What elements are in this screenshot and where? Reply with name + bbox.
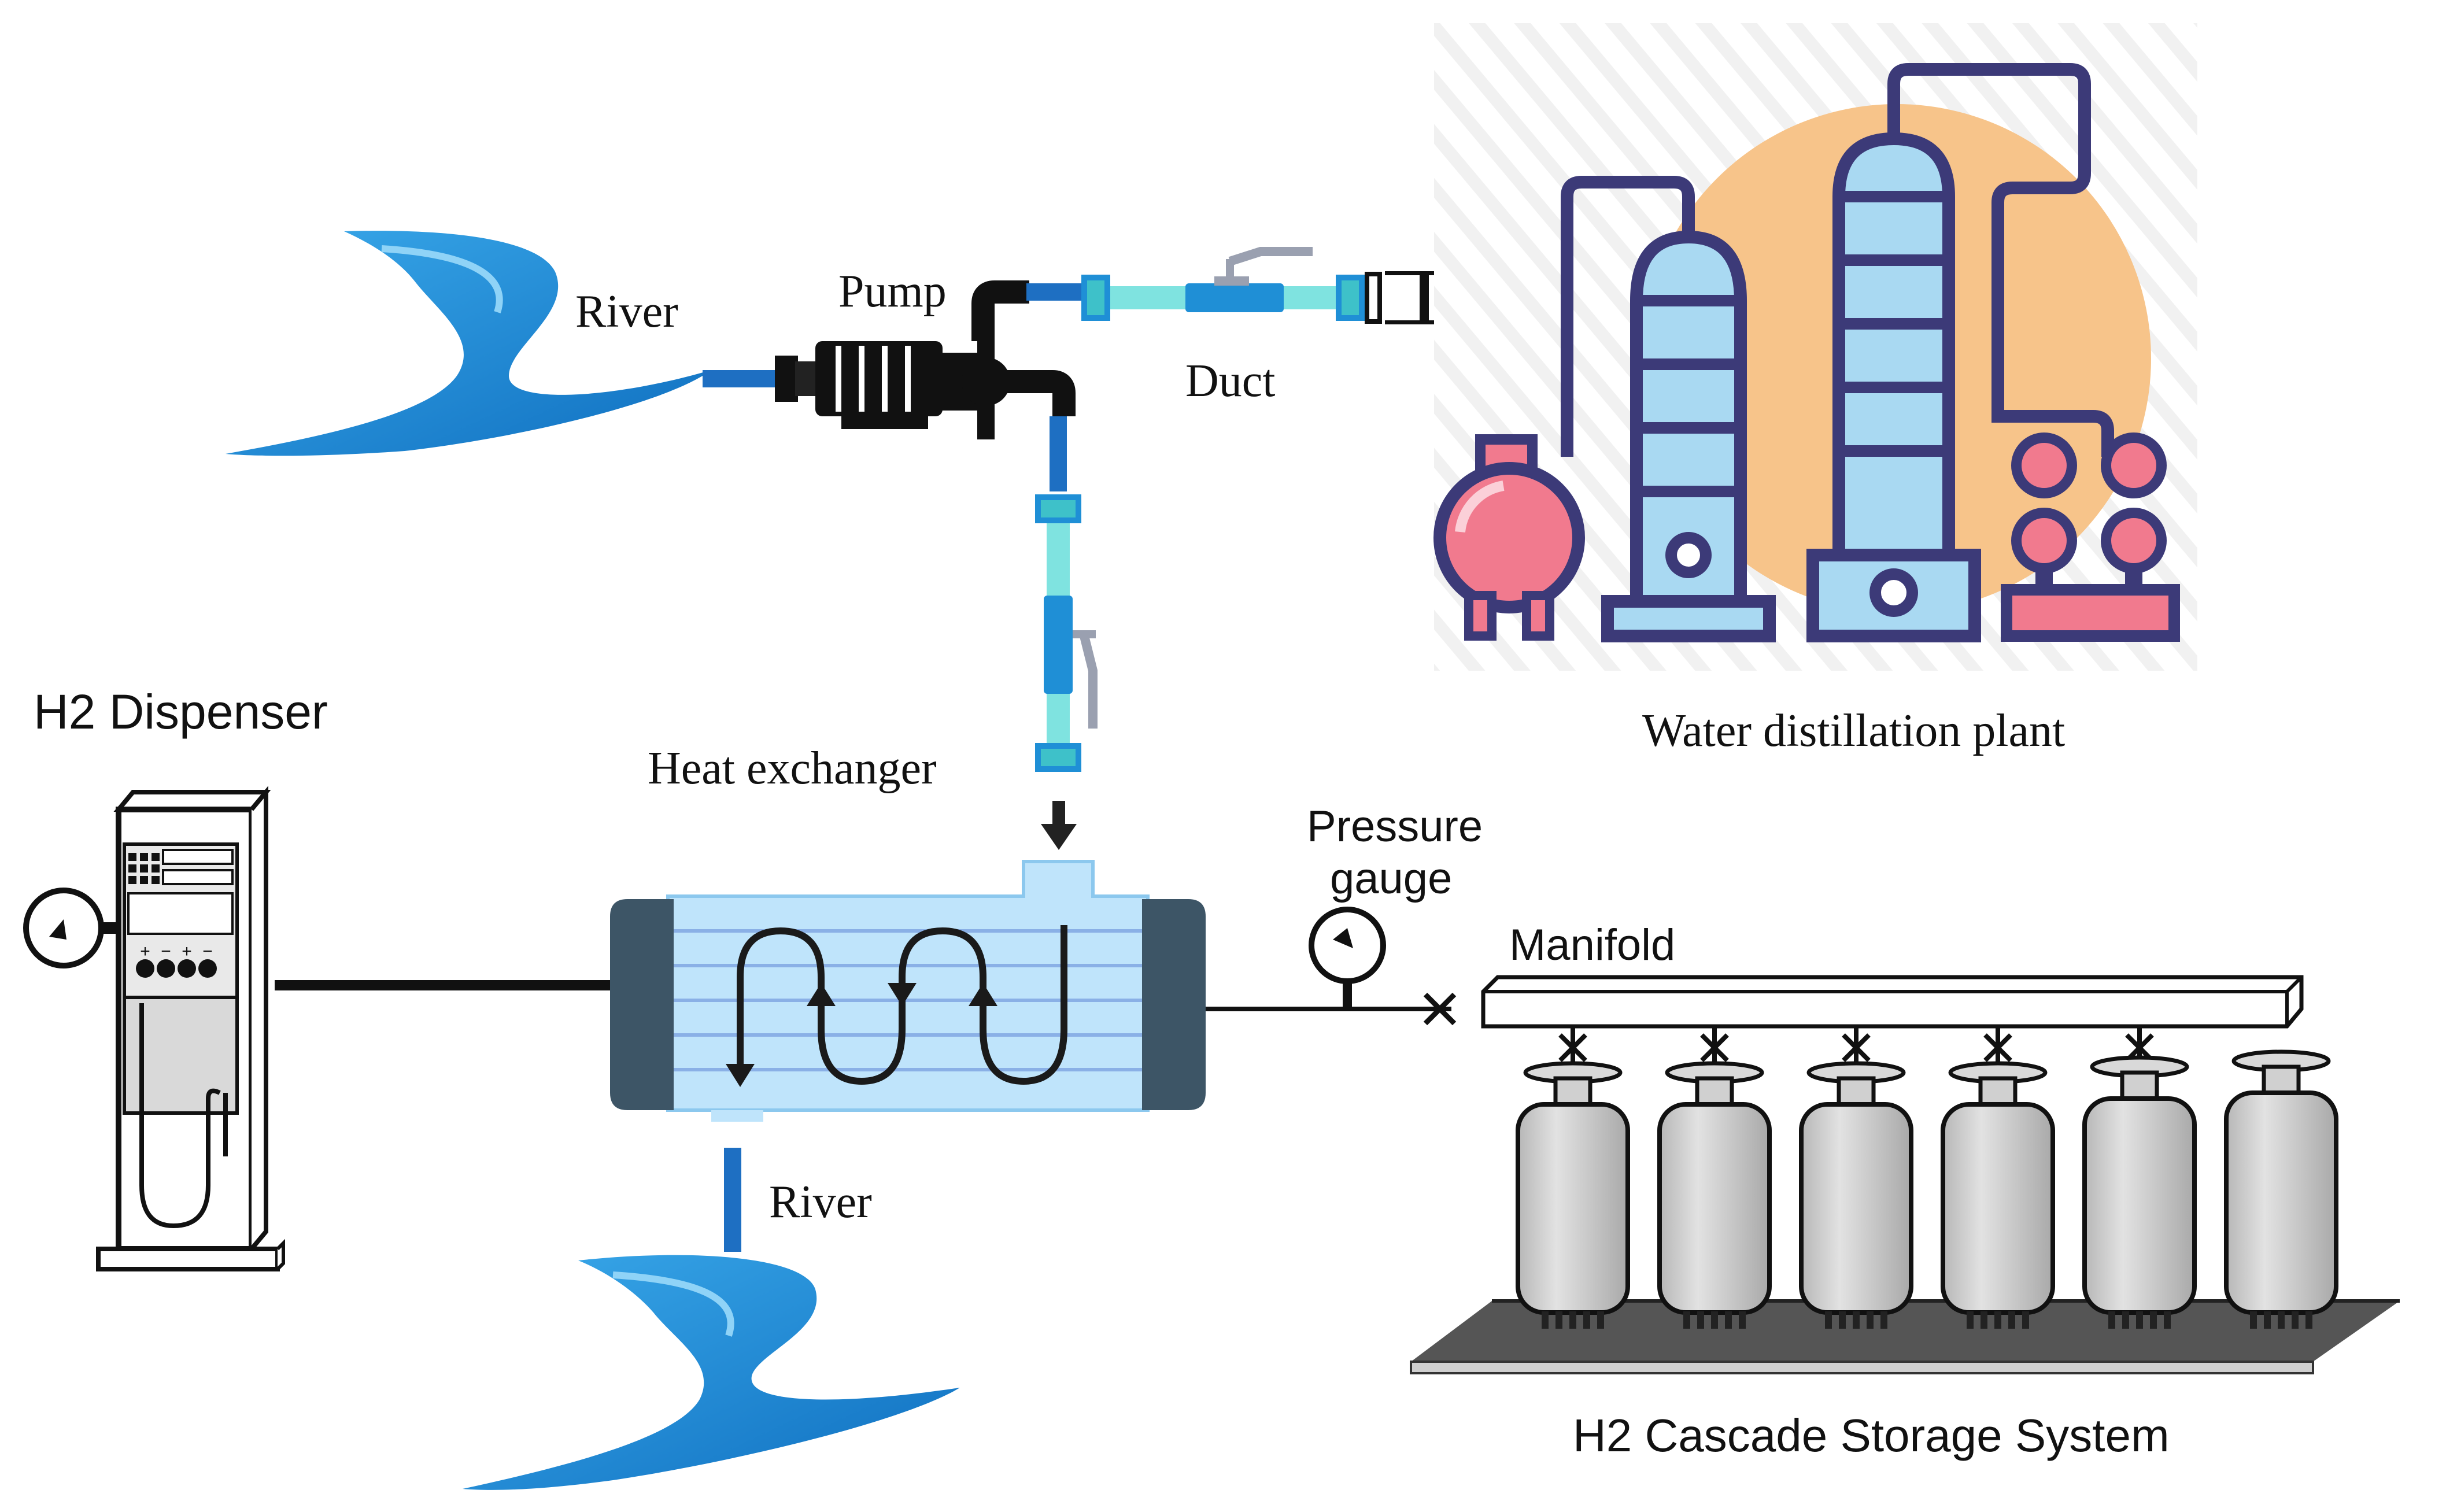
valve-icon (1226, 247, 1313, 282)
gas-cylinder-icon (2224, 1049, 2338, 1329)
dispenser-buttons: + − + − (136, 942, 217, 978)
h2-dispenser-icon: + − + − (23, 785, 285, 1271)
river-top-icon (226, 231, 784, 456)
heat-exchanger-icon (610, 860, 1206, 1122)
vertical-pipe (1035, 416, 1098, 850)
heat-exchanger-label: Heat exchanger (648, 743, 937, 794)
duct-label: Duct (1185, 356, 1276, 406)
pump-icon (775, 324, 1010, 439)
river-top-label: River (575, 286, 678, 337)
valve-icon (1073, 630, 1098, 729)
gas-cylinder-icon (1516, 1026, 1630, 1329)
dispenser-button-label: − (161, 942, 171, 961)
gas-cylinder-icon (2082, 1026, 2197, 1329)
duct-pipe (1081, 247, 1382, 324)
pump-label: Pump (838, 266, 947, 317)
h2-cascade-storage-label: H2 Cascade Storage System (1573, 1410, 2170, 1461)
h2-dispenser-label: H2 Dispenser (34, 685, 328, 739)
water-distillation-plant-label: Water distillation plant (1642, 705, 2065, 756)
gas-cylinder-icon (1941, 1026, 2055, 1329)
gas-cylinder-icon (1657, 1026, 1772, 1329)
pressure-gauge-label-line1: Pressure (1307, 802, 1483, 851)
pressure-gauge-icon (1309, 907, 1386, 1009)
gas-cylinder-icon (1799, 1026, 1913, 1329)
x-valve-icon (1423, 992, 1457, 1026)
pressure-gauge-label-line2: gauge (1330, 854, 1452, 903)
pressure-gauge-icon (23, 888, 104, 968)
gas-cylinders (1516, 1026, 2338, 1329)
dispenser-button-label: + (140, 942, 150, 961)
river-bottom-label: River (769, 1177, 872, 1228)
river-bottom-icon (463, 1255, 960, 1490)
manifold-icon (1481, 975, 2304, 1029)
dispenser-button-label: − (202, 942, 213, 961)
dispenser-button-label: + (182, 942, 192, 961)
water-distillation-plant-icon (1433, 23, 2197, 671)
dispenser-line (275, 980, 610, 990)
manifold-label: Manifold (1509, 920, 1675, 970)
